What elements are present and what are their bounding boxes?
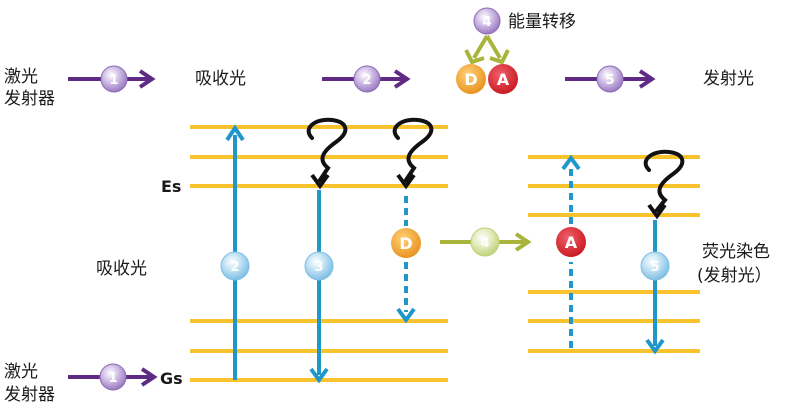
emission-arrow: 5 — [640, 149, 685, 355]
step-4-badge — [470, 227, 500, 257]
step-5-badge — [640, 251, 670, 281]
energy-transfer-arrow: 4 — [440, 227, 532, 257]
acceptor-energy-levels — [528, 155, 700, 353]
wavy-relaxation-icon-1 — [306, 117, 348, 182]
step-1-badge-bottom — [99, 363, 127, 391]
fluorescent-dye-label-line2: (发射光） — [697, 266, 772, 286]
donor-molecule-top — [456, 64, 486, 94]
svg-text:2: 2 — [362, 73, 371, 88]
wavy-relaxation-icon-2 — [392, 117, 434, 182]
svg-text:A: A — [497, 70, 510, 89]
top-flow-row: 激光 发射器 1 吸收光 2 4 能量转移 — [4, 7, 754, 109]
step-1-arrow-bottom: 1 — [68, 363, 158, 391]
absorbed-light-label-top: 吸收光 — [195, 69, 246, 89]
energy-transfer-group: 4 能量转移 D A — [456, 7, 576, 94]
step-2-badge — [220, 251, 250, 281]
excited-state-label: Es — [161, 177, 181, 196]
acceptor-molecule — [556, 227, 586, 257]
step-1-arrow-top: 1 — [68, 65, 156, 93]
svg-text:1: 1 — [109, 73, 118, 88]
acceptor-excitation-arrow: A — [556, 154, 586, 348]
step-2-badge-top — [353, 65, 381, 93]
relaxation-arrow: 3 — [304, 117, 348, 384]
ground-state-label: Gs — [160, 369, 183, 388]
step-4-badge-top — [473, 7, 501, 35]
absorbed-light-label-side: 吸收光 — [96, 259, 147, 279]
laser-emitter-label-bottom-line2: 发射器 — [4, 385, 55, 405]
svg-text:4: 4 — [480, 236, 489, 251]
svg-text:5: 5 — [650, 260, 659, 275]
svg-text:D: D — [399, 234, 412, 253]
wavy-relaxation-icon-3 — [643, 149, 685, 212]
step-1-badge-top — [100, 65, 128, 93]
donor-molecule — [391, 228, 421, 258]
emitted-light-label: 发射光 — [703, 69, 754, 89]
step-2-arrow-top: 2 — [322, 65, 411, 93]
step-3-badge — [304, 251, 334, 281]
svg-text:D: D — [464, 70, 477, 89]
step-5-arrow-top: 5 — [565, 65, 656, 93]
svg-text:1: 1 — [108, 371, 117, 386]
energy-transfer-label: 能量转移 — [508, 12, 576, 32]
svg-text:3: 3 — [314, 260, 323, 275]
svg-text:A: A — [565, 233, 578, 252]
laser-emitter-label-top-line2: 发射器 — [4, 89, 55, 109]
acceptor-molecule-top — [488, 64, 518, 94]
svg-text:5: 5 — [605, 73, 614, 88]
laser-emitter-label-top-line1: 激光 — [4, 67, 38, 87]
step-5-badge-top — [596, 65, 624, 93]
fluorescent-dye-label-line1: 荧光染色 — [702, 242, 770, 262]
absorption-arrow: 2 — [220, 124, 250, 380]
donor-column: D — [391, 117, 434, 324]
laser-emitter-label-bottom-line1: 激光 — [4, 362, 38, 382]
svg-text:4: 4 — [482, 15, 491, 30]
svg-text:2: 2 — [230, 260, 239, 275]
